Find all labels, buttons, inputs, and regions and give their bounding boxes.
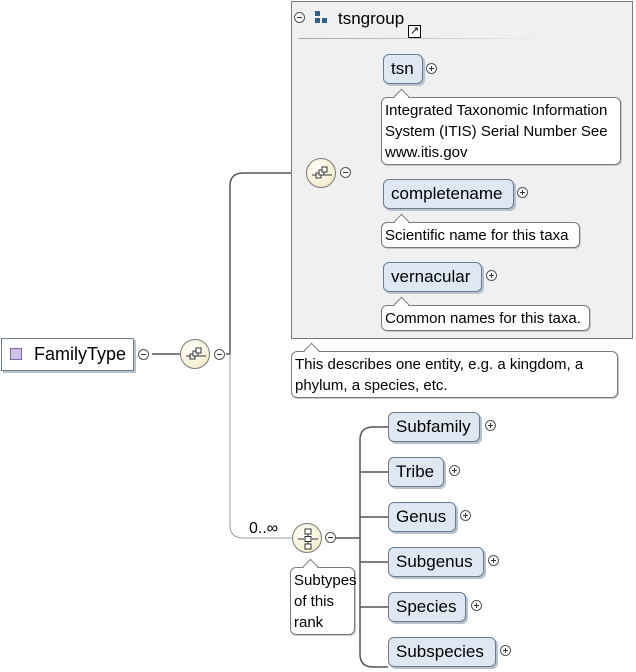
doc-tooltip-choice: Subtypes of this rank bbox=[290, 567, 357, 635]
element-genus[interactable]: Genus bbox=[388, 502, 456, 532]
element-label: tsn bbox=[391, 59, 414, 78]
element-label: Species bbox=[396, 597, 457, 616]
element-subgenus[interactable]: Subgenus bbox=[388, 547, 484, 577]
doc-tooltip-group: This describes one entity, e.g. a kingdo… bbox=[291, 351, 618, 398]
expand-icon[interactable] bbox=[500, 645, 511, 656]
collapse-sequence-icon[interactable] bbox=[214, 349, 225, 360]
expand-icon[interactable] bbox=[426, 63, 437, 74]
element-label: Subgenus bbox=[396, 552, 473, 571]
element-label: Tribe bbox=[396, 462, 435, 481]
root-element-label: FamilyType bbox=[34, 344, 127, 364]
group-name: tsngroup bbox=[338, 9, 405, 28]
expand-icon[interactable] bbox=[486, 270, 497, 281]
sequence-compositor-icon[interactable] bbox=[180, 339, 210, 369]
element-label: vernacular bbox=[391, 267, 471, 286]
link-arrow-icon[interactable]: ↗ bbox=[408, 25, 421, 38]
expand-icon[interactable] bbox=[460, 510, 471, 521]
expand-icon[interactable] bbox=[449, 465, 460, 476]
element-vernacular[interactable]: vernacular bbox=[383, 262, 482, 292]
expand-icon[interactable] bbox=[471, 600, 482, 611]
element-completename[interactable]: completename bbox=[383, 179, 514, 209]
collapse-choice-icon[interactable] bbox=[325, 532, 336, 543]
doc-tooltip-vernacular: Common names for this taxa. bbox=[381, 305, 590, 331]
element-label: Subfamily bbox=[396, 417, 471, 436]
element-label: Genus bbox=[396, 507, 447, 526]
element-label: Subspecies bbox=[396, 642, 484, 661]
element-species[interactable]: Species bbox=[388, 592, 466, 622]
expand-icon[interactable] bbox=[488, 555, 499, 566]
expand-icon[interactable] bbox=[517, 187, 528, 198]
expand-icon[interactable] bbox=[485, 420, 496, 431]
complex-type-icon bbox=[10, 348, 22, 360]
doc-tooltip-tsn: Integrated Taxonomic Information System … bbox=[381, 97, 621, 165]
element-tribe[interactable]: Tribe bbox=[388, 457, 444, 487]
sequence-compositor-icon[interactable] bbox=[306, 158, 336, 188]
root-element-familytype[interactable]: FamilyType bbox=[1, 338, 134, 371]
group-icon bbox=[315, 11, 329, 25]
collapse-root-icon[interactable] bbox=[138, 349, 149, 360]
group-divider bbox=[298, 38, 548, 39]
occurrence-label: 0..∞ bbox=[249, 520, 279, 537]
element-subfamily[interactable]: Subfamily bbox=[388, 412, 480, 442]
element-tsn[interactable]: tsn bbox=[383, 54, 423, 84]
choice-compositor-icon[interactable] bbox=[292, 523, 322, 553]
element-subspecies[interactable]: Subspecies bbox=[388, 637, 496, 667]
doc-tooltip-completename: Scientific name for this taxa bbox=[381, 222, 580, 248]
collapse-group-icon[interactable] bbox=[294, 12, 305, 23]
element-label: completename bbox=[391, 184, 503, 203]
collapse-sequence-icon[interactable] bbox=[340, 167, 351, 178]
